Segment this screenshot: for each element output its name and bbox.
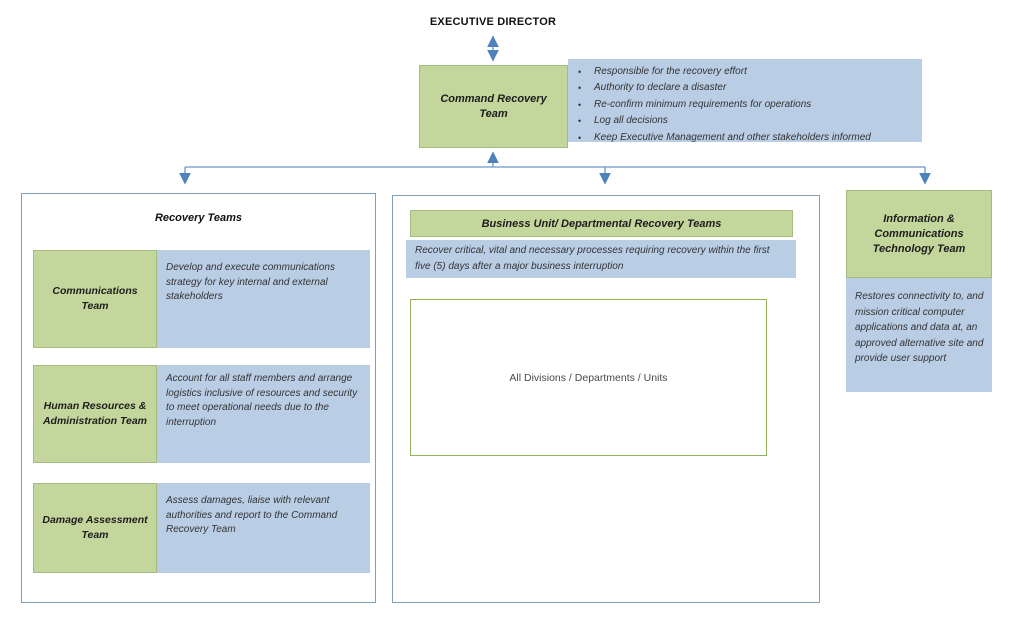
hr-admin-team-label: Human Resources & Administration Team xyxy=(42,400,148,427)
bullet-item: • Re-confirm minimum requirements for op… xyxy=(578,97,914,113)
bullet-item: • Authority to declare a disaster xyxy=(578,80,914,96)
business-unit-title-box: Business Unit/ Departmental Recovery Tea… xyxy=(410,210,793,237)
communications-team-box: Communications Team xyxy=(33,250,157,348)
business-unit-description: Recover critical, vital and necessary pr… xyxy=(406,240,796,278)
command-recovery-team-label: Command Recovery Team xyxy=(440,92,547,120)
bullet-text: Keep Executive Management and other stak… xyxy=(594,131,871,143)
ict-team-description: Restores connectivity to, and mission cr… xyxy=(846,278,992,392)
bullet-icon: • xyxy=(578,67,582,77)
bullet-item: • Responsible for the recovery effort xyxy=(578,64,914,80)
executive-director-label: EXECUTIVE DIRECTOR xyxy=(429,16,557,28)
recovery-teams-title: Recovery Teams xyxy=(154,212,243,224)
bullet-icon: • xyxy=(578,116,582,127)
bullet-icon: • xyxy=(578,83,582,94)
communications-team-description: Develop and execute communications strat… xyxy=(157,250,370,348)
bullet-text: Authority to declare a disaster xyxy=(594,82,727,94)
bullet-text: Responsible for the recovery effort xyxy=(594,66,747,77)
communications-team-label: Communications Team xyxy=(52,285,138,312)
command-responsibilities-box: • Responsible for the recovery effort • … xyxy=(568,59,922,143)
all-divisions-label: All Divisions / Departments / Units xyxy=(509,371,668,384)
damage-assessment-team-label: Damage Assessment Team xyxy=(42,514,148,541)
bullet-item: • Keep Executive Management and other st… xyxy=(578,130,914,146)
bullet-text: Log all decisions xyxy=(594,115,668,127)
damage-assessment-team-description: Assess damages, liaise with relevant aut… xyxy=(157,483,370,573)
command-recovery-team-box: Command Recovery Team xyxy=(419,65,568,148)
bullet-text: Re-confirm minimum requirements for oper… xyxy=(594,98,812,110)
bullet-item: • Log all decisions xyxy=(578,113,914,129)
ict-team-box: Information & Communications Technology … xyxy=(846,190,992,278)
ict-team-label: Information & Communications Technology … xyxy=(872,212,966,255)
bullet-icon: • xyxy=(578,132,582,143)
bullet-icon: • xyxy=(578,99,582,110)
damage-assessment-team-box: Damage Assessment Team xyxy=(33,483,157,573)
hr-admin-team-box: Human Resources & Administration Team xyxy=(33,365,157,463)
business-unit-title: Business Unit/ Departmental Recovery Tea… xyxy=(481,217,722,230)
hr-admin-team-description: Account for all staff members and arrang… xyxy=(157,365,370,463)
all-divisions-box: All Divisions / Departments / Units xyxy=(410,299,767,456)
